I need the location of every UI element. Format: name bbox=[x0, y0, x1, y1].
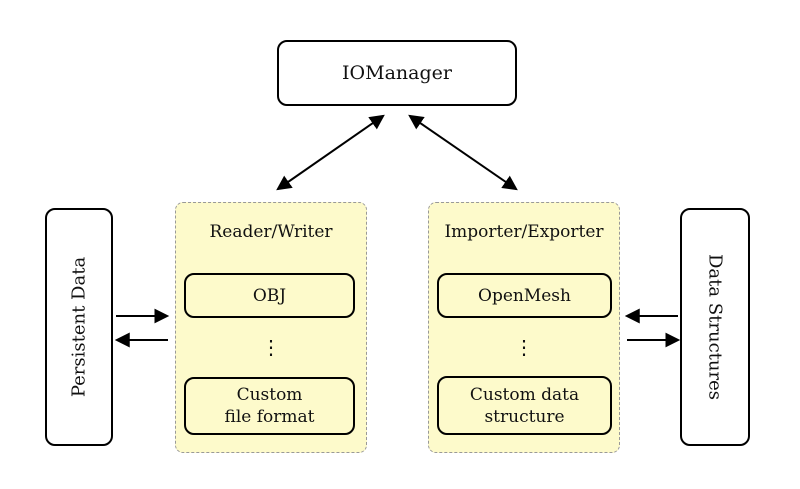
openmesh-label: OpenMesh bbox=[478, 285, 571, 306]
obj-label: OBJ bbox=[252, 285, 287, 306]
custom-data-structure-line1: Custom data bbox=[469, 384, 580, 405]
data-structures-label: Data Structures bbox=[704, 253, 726, 401]
persistent-data-node: Persistent Data bbox=[45, 208, 113, 446]
persistent-data-label: Persistent Data bbox=[68, 256, 90, 398]
custom-file-format-line1: Custom bbox=[236, 385, 303, 405]
custom-data-structure-line2: structure bbox=[484, 406, 565, 427]
custom-data-structure-node: Custom data structure bbox=[437, 376, 612, 435]
obj-node: OBJ bbox=[184, 273, 355, 318]
custom-file-format-line2: file format bbox=[224, 407, 315, 427]
reader-writer-ellipsis: ⋮ bbox=[261, 335, 281, 359]
arrow-iomanager-importerexporter-icon bbox=[408, 114, 518, 191]
importer-exporter-ellipsis: ⋮ bbox=[514, 335, 534, 359]
arrow-iomanager-readerwriter-icon bbox=[276, 114, 385, 191]
iomanager-label: IOManager bbox=[342, 62, 452, 84]
reader-writer-title: Reader/Writer bbox=[209, 222, 333, 242]
openmesh-node: OpenMesh bbox=[437, 273, 612, 318]
importer-exporter-title: Importer/Exporter bbox=[444, 222, 604, 242]
data-structures-node: Data Structures bbox=[680, 208, 750, 446]
custom-file-format-node: Custom file format bbox=[184, 377, 355, 435]
iomanager-node: IOManager bbox=[277, 40, 517, 106]
